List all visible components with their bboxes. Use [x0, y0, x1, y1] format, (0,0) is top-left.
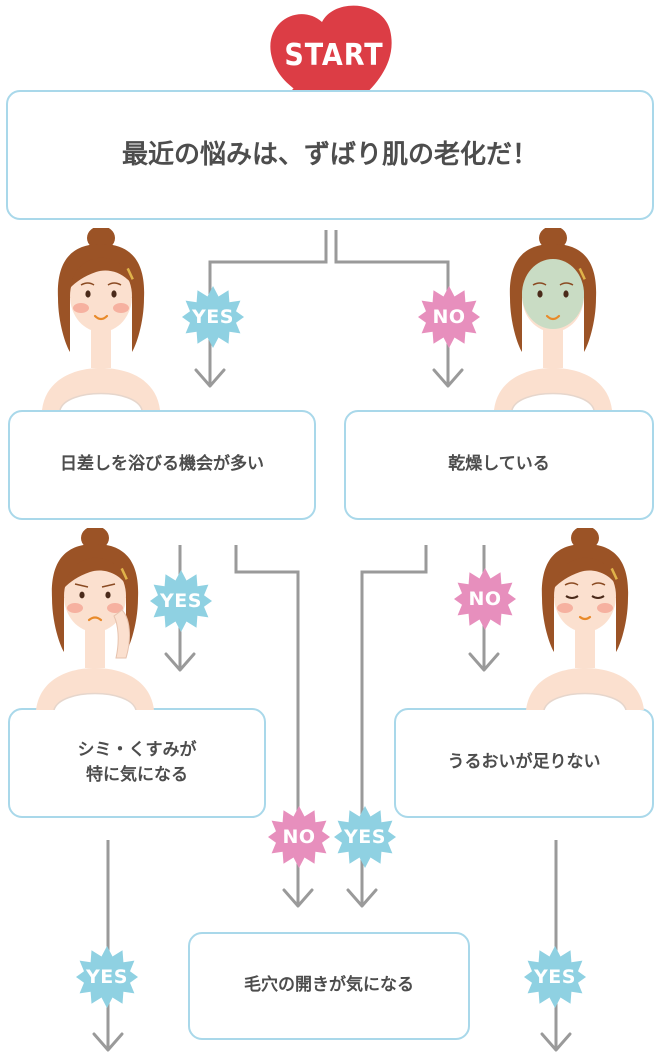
result-box-open-pores: 毛穴の開きが気になる [188, 932, 470, 1040]
yes-badge: YES [522, 944, 588, 1010]
question-text: 最近の悩みは、ずばり肌の老化だ！ [121, 139, 538, 170]
result-box-spots-dullness: シミ・くすみが 特に気になる [8, 708, 266, 818]
result-box-lack-moisture: うるおいが足りない [394, 708, 654, 818]
question-box-skin-aging: 最近の悩みは、ずばり肌の老化だ！ [6, 90, 654, 220]
question-box-dryness: 乾燥している [344, 410, 654, 520]
woman-face-mask-illustration [488, 228, 618, 410]
yes-badge: YES [180, 284, 246, 350]
result-text: 毛穴の開きが気になる [244, 975, 414, 996]
no-badge: NO [416, 284, 482, 350]
no-badge: NO [452, 566, 518, 632]
yes-badge: YES [148, 568, 214, 634]
yes-badge: YES [332, 804, 398, 870]
question-text: 乾燥している [448, 454, 550, 475]
result-text: シミ・くすみが 特に気になる [77, 739, 197, 786]
question-box-sun-exposure: 日差しを浴びる機会が多い [8, 410, 316, 520]
yes-badge: YES [74, 944, 140, 1010]
woman-eyes-closed-illustration [520, 528, 650, 710]
woman-worried-illustration [30, 528, 160, 710]
woman-smiling-illustration [36, 228, 166, 410]
result-text: うるおいが足りない [447, 752, 601, 773]
question-text: 日差しを浴びる機会が多い [60, 454, 264, 475]
start-label: START [284, 38, 384, 73]
no-badge: NO [266, 804, 332, 870]
